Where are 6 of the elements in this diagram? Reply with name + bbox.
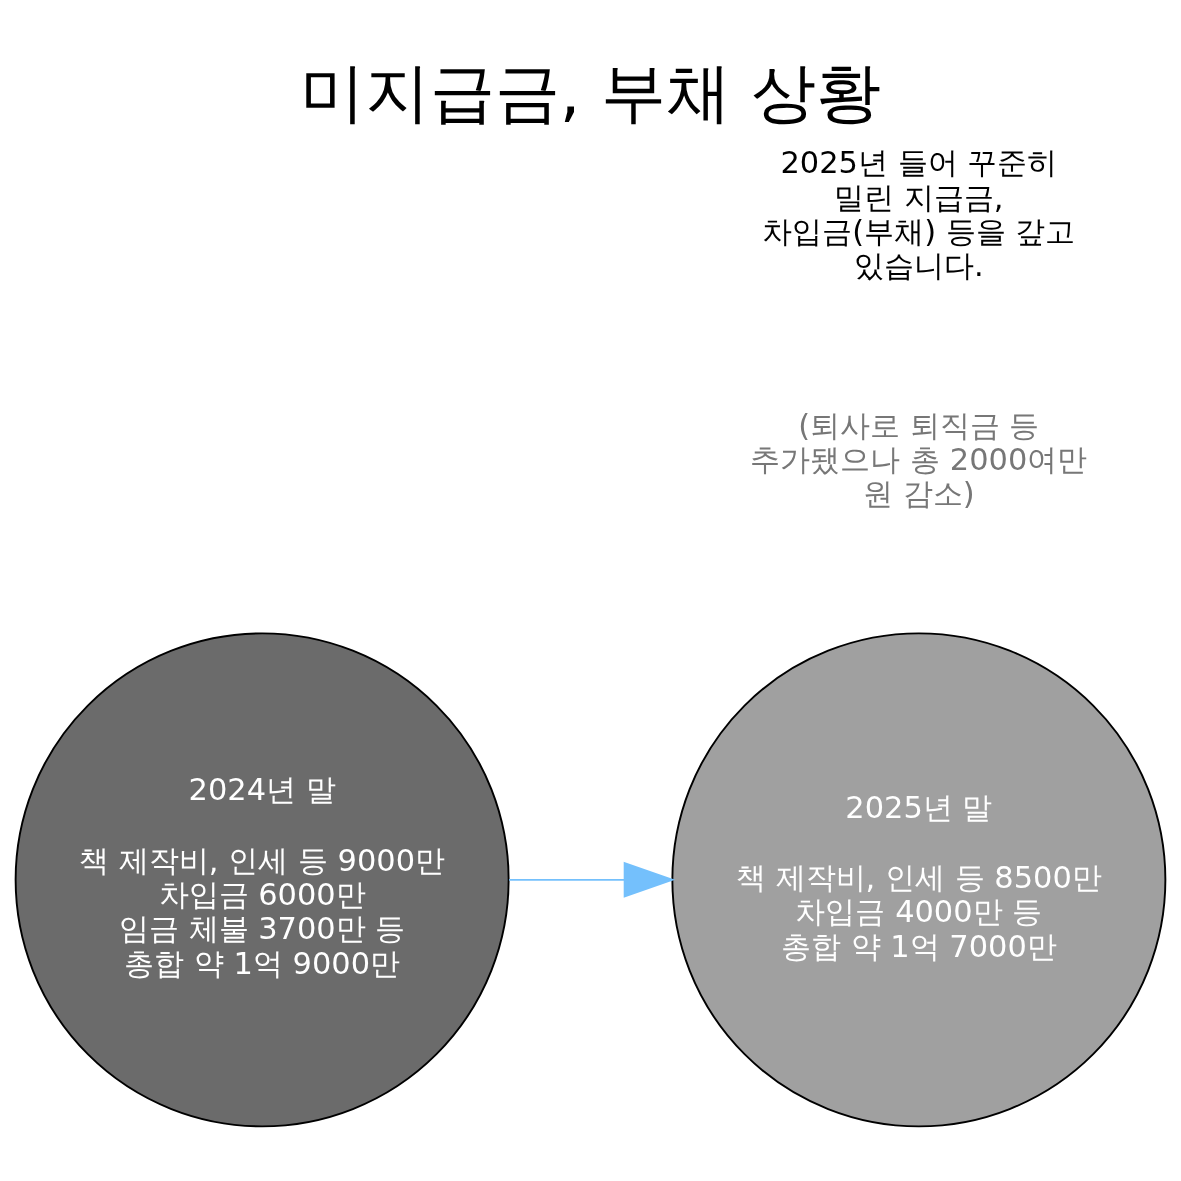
arrow (508, 861, 676, 898)
label: 2025년 들어 꾸준히 밀린 지급금, 차입금(부채) 등을 갚고 있습니다. (762, 144, 1076, 283)
label: (퇴사로 퇴직금 등 추가됐으나 총 2000여만 원 감소) (750, 407, 1088, 511)
node-circle: 2025년 말 책 제작비, 인세 등 8500만 차입금 4000만 등 총합 약 1억 7000만 (671, 631, 1167, 1127)
diagram-title: 미지급금, 부채 상황 (299, 54, 882, 130)
node-circle: 2024년 말 책 제작비, 인세 등 9000만 차입금 6000만 임금 체불 3700만 등 총합 약 1억 9000만 (14, 631, 510, 1127)
